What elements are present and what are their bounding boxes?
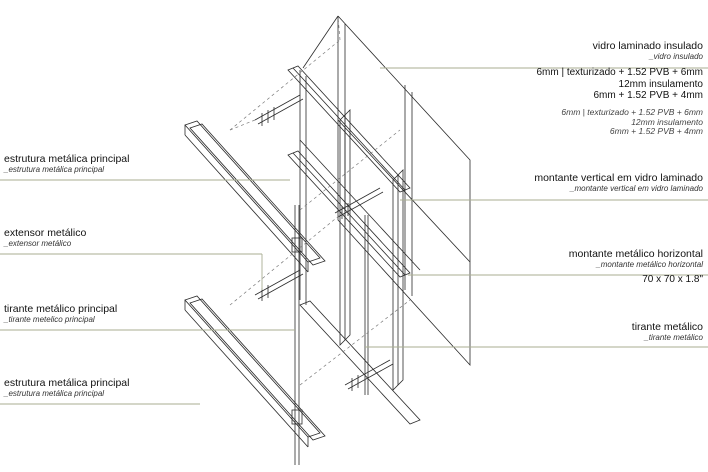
glass-fin-upper (339, 109, 351, 346)
main-structure-beam-top (184, 120, 326, 273)
glass-fin-lower (392, 169, 404, 391)
metal-extensor-2 (334, 187, 384, 219)
glass-panel-back (337, 15, 471, 367)
main-tie-rod (291, 205, 303, 465)
label-vidro-title: vidro laminado insulado (592, 40, 703, 52)
label-estrutura-top-subtitle: _estrutura metálica principal (4, 165, 105, 175)
label-vidro-spec-1: 6mm | texturizado + 1.52 PVB + 6mm (536, 67, 703, 79)
label-estrutura-bottom-title: estrutura metálica principal (4, 377, 130, 389)
label-estrutura-top-title: estrutura metálica principal (4, 153, 130, 165)
label-vidro-subtitle: _vidro insulado (649, 52, 703, 62)
label-montante-horizontal-title: montante metálico horizontal (568, 248, 703, 260)
label-vidro-spec-3: 6mm + 1.52 PVB + 4mm (593, 90, 704, 102)
label-tirante-subtitle: _tirante metálico (644, 333, 703, 343)
label-extensor-title: extensor metálico (4, 227, 87, 239)
metal-extensor-3 (254, 269, 304, 301)
label-vidro-spec-sub-3: 6mm + 1.52 PVB + 4mm (609, 126, 703, 137)
label-montante-horizontal-subtitle: _montante metálico horizontal (596, 260, 703, 270)
horizontal-mullion-middle (287, 150, 411, 278)
label-vidro-spec-2: 12mm insulamento (618, 78, 703, 90)
label-tirante-principal-subtitle: _tirante metelico principal (4, 315, 95, 325)
glass-panel-front (299, 15, 421, 305)
projection-lines (229, 15, 411, 386)
label-montante-vertical-subtitle: _montante vertical em vidro laminado (570, 184, 703, 194)
leader-lines (0, 67, 708, 405)
main-structure-beam-bottom (184, 295, 326, 448)
label-vidro-laminado: vidro laminado insulado _vidro insulado … (536, 40, 703, 137)
horizontal-mullion-bottom (299, 300, 421, 425)
label-extensor-subtitle: _extensor metálico (4, 239, 72, 249)
label-tirante-title: tirante metálico (631, 321, 703, 333)
label-vidro-spec-sub-1: 6mm | texturizado + 1.52 PVB + 6mm (561, 106, 703, 117)
label-estrutura-bottom: estrutura metálica principal _estrutura … (4, 377, 129, 398)
label-montante-vertical: montante vertical em vidro laminado _mon… (534, 172, 703, 193)
label-estrutura-top: estrutura metálica principal _estrutura … (4, 153, 129, 174)
label-vidro-spec-sub-2: 12mm insulamento (631, 116, 703, 127)
label-tirante: tirante metálico _tirante metálico (632, 321, 703, 342)
label-montante-horizontal: montante metálico horizontal _montante m… (569, 248, 703, 286)
horizontal-mullion-top (287, 65, 411, 193)
label-montante-horizontal-spec: 70 x 70 x 1.8" (642, 274, 703, 286)
tie-rod-secondary (364, 215, 369, 395)
metal-extensor-4 (344, 359, 394, 391)
label-tirante-principal-title: tirante metálico principal (4, 303, 118, 315)
label-tirante-principal: tirante metálico principal _tirante mete… (4, 303, 117, 324)
metal-extensor-1 (254, 94, 304, 126)
label-extensor: extensor metálico _extensor metálico (4, 227, 86, 248)
label-estrutura-bottom-subtitle: _estrutura metálica principal (4, 389, 105, 399)
label-montante-vertical-title: montante vertical em vidro laminado (534, 172, 703, 184)
